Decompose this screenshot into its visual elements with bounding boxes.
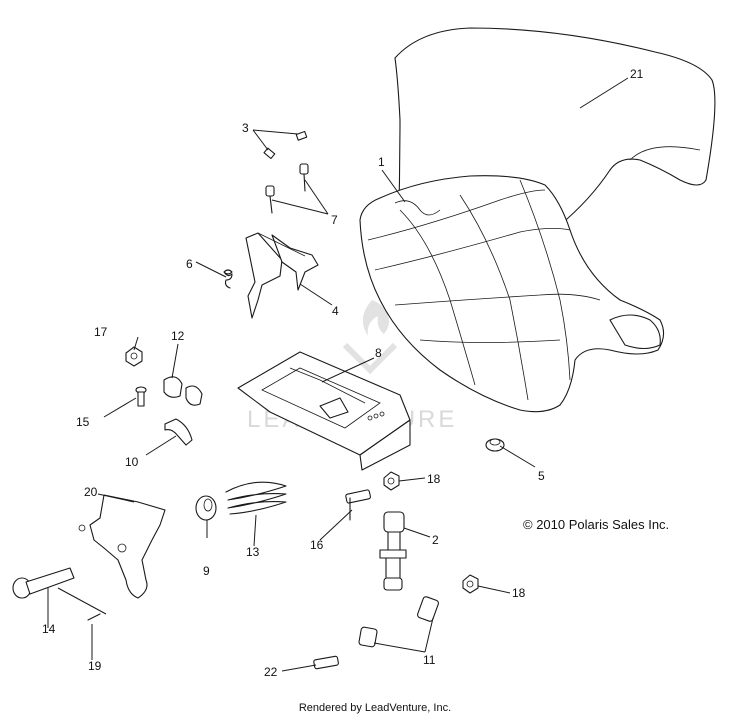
part-nut-18a — [383, 471, 400, 491]
part-small-spring — [223, 269, 233, 289]
part-clips — [263, 130, 308, 160]
callout-8: 8 — [375, 346, 382, 360]
part-cotter-pin-19 — [87, 613, 101, 621]
part-mount-bracket-20 — [78, 494, 166, 599]
part-coil-spring-13 — [225, 481, 287, 515]
callout-11: 11 — [423, 653, 436, 667]
callout-14: 14 — [42, 622, 56, 636]
part-seat-latch-bracket — [245, 232, 319, 319]
callout-15: 15 — [76, 415, 90, 429]
callout-18b: 18 — [512, 586, 526, 600]
part-bolt-15 — [135, 386, 147, 407]
callout-labels: 1 2 3 4 5 6 7 8 9 10 11 12 13 14 15 16 1… — [42, 67, 644, 679]
part-bushing-12 — [163, 376, 203, 406]
part-bolt-16 — [345, 489, 371, 521]
callout-22: 22 — [264, 665, 278, 679]
callout-21: 21 — [630, 67, 644, 81]
part-bolt-22 — [313, 655, 339, 670]
part-clamp-10 — [164, 418, 193, 446]
callout-9: 9 — [203, 564, 210, 578]
part-shock-2 — [379, 511, 407, 591]
callout-12: 12 — [171, 329, 185, 343]
callout-7: 7 — [331, 213, 338, 227]
leader-lines — [47, 77, 629, 672]
callout-2: 2 — [432, 533, 439, 547]
callout-5: 5 — [538, 469, 545, 483]
callout-1: 1 — [378, 155, 385, 169]
callout-16: 16 — [310, 538, 324, 552]
callout-6: 6 — [186, 257, 193, 271]
render-credit-footer: Rendered by LeadVenture, Inc. — [298, 702, 452, 714]
part-tray-8 — [237, 351, 411, 471]
part-pivot-pin-14 — [12, 567, 75, 599]
callout-4: 4 — [332, 304, 339, 318]
callout-17: 17 — [94, 325, 108, 339]
part-nut-17 — [125, 346, 143, 367]
part-nut-18b — [462, 574, 479, 594]
callout-19: 19 — [88, 659, 102, 673]
part-bushings-11 — [358, 596, 439, 648]
callout-3: 3 — [242, 121, 249, 135]
copyright-notice: © 2010 Polaris Sales Inc. — [523, 517, 670, 532]
part-grommet-5 — [485, 438, 505, 452]
part-seat-base — [359, 175, 665, 413]
part-pins — [265, 163, 309, 214]
callout-18a: 18 — [427, 472, 441, 486]
callout-10: 10 — [125, 455, 139, 469]
part-bumper-9 — [195, 495, 217, 521]
callout-20: 20 — [84, 485, 98, 499]
callout-13: 13 — [246, 545, 260, 559]
